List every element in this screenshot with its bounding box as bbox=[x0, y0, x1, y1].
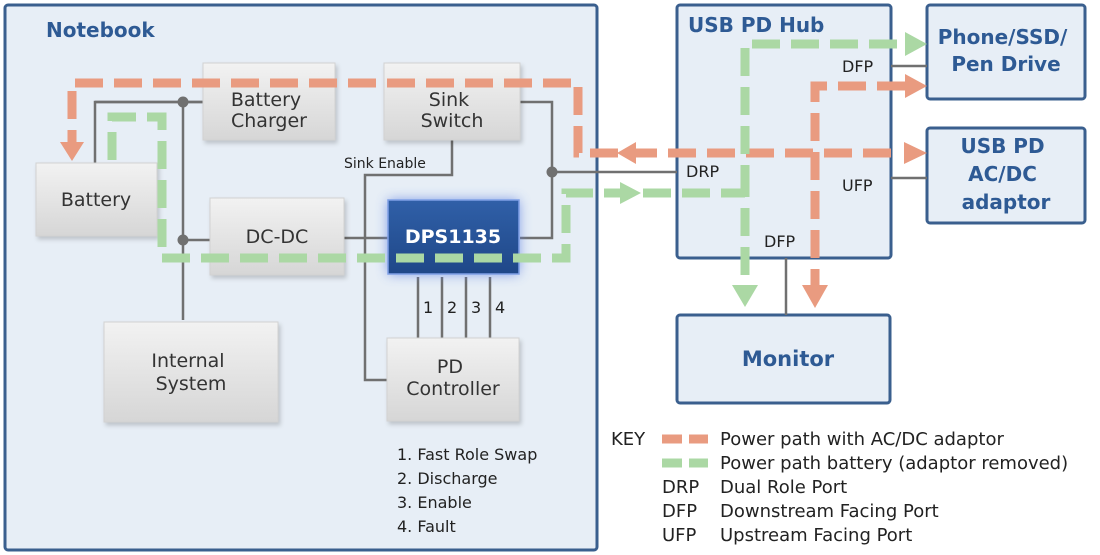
key-item-green: Power path battery (adaptor removed) bbox=[720, 453, 1068, 474]
adaptor-label: USB PD AC/DC adaptor bbox=[960, 134, 1051, 214]
green-power-path bbox=[107, 32, 927, 307]
dps1135-label: DPS1135 bbox=[405, 226, 501, 248]
key-text-dfp: Downstream Facing Port bbox=[720, 501, 939, 522]
key-label: KEY bbox=[611, 429, 646, 450]
hub-title: USB PD Hub bbox=[688, 13, 824, 37]
key-abbr-ufp: UFP bbox=[662, 525, 697, 546]
phone-frame bbox=[925, 3, 1087, 101]
sink-switch-block bbox=[383, 62, 521, 141]
sink-enable-label: Sink Enable bbox=[344, 156, 426, 172]
key-item-orange: Power path with AC/DC adaptor bbox=[720, 429, 1004, 450]
notebook-title: Notebook bbox=[46, 18, 155, 42]
key-text-drp: Dual Role Port bbox=[720, 477, 847, 498]
hub-port-drp: DRP bbox=[686, 162, 719, 181]
key-text-ufp: Upstream Facing Port bbox=[720, 525, 912, 546]
usb-pd-hub-frame bbox=[675, 3, 893, 260]
pd-controller-label: PD Controller bbox=[406, 356, 500, 400]
pd-controller-block bbox=[386, 337, 520, 422]
internal-system-block bbox=[103, 321, 279, 423]
phone-label: Phone/SSD/ Pen Drive bbox=[938, 25, 1075, 76]
key-abbr-dfp: DFP bbox=[662, 501, 697, 522]
svg-text:1: 1 bbox=[423, 298, 433, 317]
svg-text:3: 3 bbox=[471, 298, 481, 317]
monitor-label: Monitor bbox=[742, 347, 835, 371]
dcdc-label: DC-DC bbox=[246, 226, 309, 248]
battery-charger-label: Battery Charger bbox=[231, 89, 307, 132]
internal-system-label: Internal System bbox=[151, 350, 230, 395]
monitor-frame bbox=[675, 313, 892, 405]
battery-charger-block bbox=[202, 62, 336, 141]
pin-numbers: 1 2 3 4 bbox=[423, 298, 505, 317]
pin-legend: 1. Fast Role Swap 2. Discharge 3. Enable… bbox=[397, 445, 537, 536]
svg-text:2. Discharge: 2. Discharge bbox=[397, 469, 498, 488]
adaptor-frame bbox=[925, 126, 1087, 225]
svg-text:4: 4 bbox=[495, 298, 505, 317]
wires bbox=[93, 64, 927, 382]
svg-text:1. Fast Role Swap: 1. Fast Role Swap bbox=[397, 445, 537, 464]
orange-power-path bbox=[60, 74, 927, 308]
svg-text:3. Enable: 3. Enable bbox=[397, 493, 472, 512]
sink-switch-label: Sink Switch bbox=[421, 89, 484, 132]
key-legend: KEY Power path with AC/DC adaptor Power … bbox=[611, 429, 1068, 546]
hub-port-ufp: UFP bbox=[842, 176, 873, 195]
svg-text:2: 2 bbox=[447, 298, 457, 317]
svg-text:4. Fault: 4. Fault bbox=[397, 517, 456, 536]
hub-port-dfp-top: DFP bbox=[842, 57, 874, 76]
battery-block bbox=[35, 162, 158, 237]
hub-port-dfp-bottom: DFP bbox=[764, 232, 796, 251]
battery-label: Battery bbox=[61, 189, 131, 211]
key-abbr-drp: DRP bbox=[662, 477, 699, 498]
